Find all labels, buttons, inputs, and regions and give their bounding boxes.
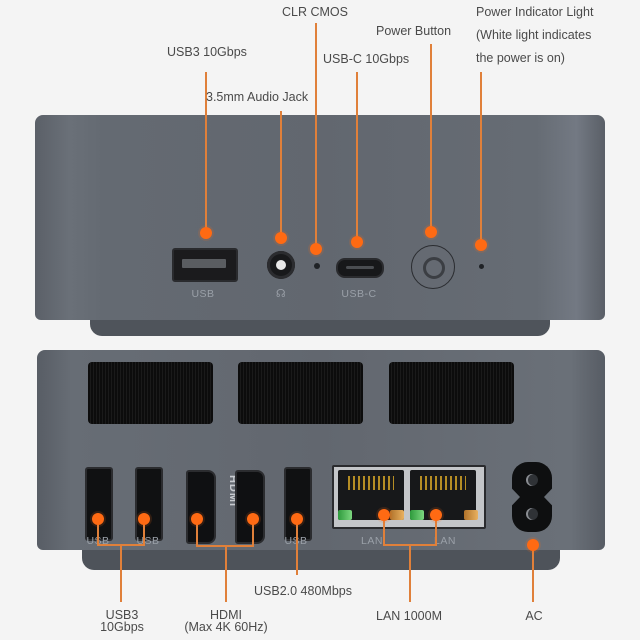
front-usb-a-port xyxy=(172,248,238,282)
front-device-foot xyxy=(90,318,550,336)
leader-line-usb3 xyxy=(205,72,207,234)
audio-jack xyxy=(267,251,295,279)
callout-hdmi-line1: HDMI xyxy=(210,608,242,622)
hdmi-port-1 xyxy=(186,470,216,544)
leader-line-hdmi-a xyxy=(196,519,198,546)
front-device-body xyxy=(35,115,605,320)
callout-dot-usb3-1 xyxy=(92,513,104,525)
leader-line-usb3-a xyxy=(97,519,99,545)
ac-pin-bottom xyxy=(526,508,538,520)
leader-line-usb2 xyxy=(296,519,298,575)
leader-line-usb3-b xyxy=(143,519,145,545)
leader-line-power-button xyxy=(430,44,432,232)
clr-cmos-pinhole xyxy=(314,263,320,269)
lan-label-2: LAN xyxy=(434,535,456,547)
callout-audio-jack: 3.5mm Audio Jack xyxy=(206,90,309,104)
lan-led-green-1 xyxy=(338,510,352,520)
callout-power-indicator-line3: the power is on) xyxy=(476,51,565,65)
leader-line-usb3-down xyxy=(120,544,122,602)
rear-usb3-port-2 xyxy=(135,467,163,541)
leader-line-lan-b xyxy=(435,515,437,545)
callout-dot-usb3-2 xyxy=(138,513,150,525)
callout-dot-clr-cmos xyxy=(310,243,322,255)
lan-led-green-2 xyxy=(410,510,424,520)
front-usb-c-port xyxy=(336,258,384,278)
headphone-icon: ☊ xyxy=(275,288,287,300)
callout-dot-power-indicator xyxy=(475,239,487,251)
leader-line-lan-down xyxy=(409,544,411,602)
hdmi-port-2 xyxy=(235,470,265,544)
callout-usb3-rear-line2: 10Gbps xyxy=(100,620,144,634)
lan-label-1: LAN xyxy=(361,535,383,547)
rear-device-foot xyxy=(82,548,560,570)
front-usb-label: USB xyxy=(191,288,215,300)
lan-pins xyxy=(420,476,466,490)
lan-led-amber-1 xyxy=(390,510,404,520)
leader-line-ac xyxy=(532,545,534,602)
vent-left xyxy=(88,362,213,424)
callout-lan: LAN 1000M xyxy=(375,609,443,623)
rear-usb3-port-1 xyxy=(85,467,113,541)
callout-dot-usb2 xyxy=(291,513,303,525)
leader-line-power-indicator xyxy=(480,72,482,245)
callout-dot-hdmi-2 xyxy=(247,513,259,525)
lan-led-amber-2 xyxy=(464,510,478,520)
front-usbc-label: USB-C xyxy=(341,288,377,300)
callout-dot-usbc xyxy=(351,236,363,248)
leader-line-audio xyxy=(280,111,282,238)
callout-dot-lan-2 xyxy=(430,509,442,521)
leader-line-clr-cmos xyxy=(315,23,317,249)
callout-dot-usb3 xyxy=(200,227,212,239)
ac-pin-top xyxy=(526,474,538,486)
callout-power-indicator-line2: (White light indicates xyxy=(476,28,592,42)
callout-usb3-front: USB3 10Gbps xyxy=(167,45,247,59)
lan-pins xyxy=(348,476,394,490)
power-indicator-light xyxy=(479,264,484,269)
leader-line-usbc xyxy=(356,72,358,242)
callout-dot-hdmi-1 xyxy=(191,513,203,525)
leader-line-hdmi-b xyxy=(252,519,254,546)
power-button[interactable] xyxy=(411,245,455,289)
callout-power-indicator-line1: Power Indicator Light xyxy=(476,5,594,19)
callout-usb3-rear-line1: USB3 xyxy=(105,608,139,622)
callout-dot-power-button xyxy=(425,226,437,238)
callout-usb2: USB2.0 480Mbps xyxy=(254,584,352,598)
callout-usbc: USB-C 10Gbps xyxy=(323,52,410,66)
callout-clr-cmos: CLR CMOS xyxy=(282,5,348,19)
callout-power-button: Power Button xyxy=(376,24,452,38)
rear-usb2-port xyxy=(284,467,312,541)
leader-line-hdmi-down xyxy=(225,545,227,602)
callout-ac: AC xyxy=(525,609,543,623)
rear-usb-label-3: USB xyxy=(284,535,307,547)
callout-dot-lan-1 xyxy=(378,509,390,521)
callout-dot-audio xyxy=(275,232,287,244)
vent-center xyxy=(238,362,363,424)
callout-hdmi-line2: (Max 4K 60Hz) xyxy=(184,620,268,634)
vent-right xyxy=(389,362,514,424)
leader-line-lan-a xyxy=(383,515,385,545)
callout-dot-ac xyxy=(527,539,539,551)
